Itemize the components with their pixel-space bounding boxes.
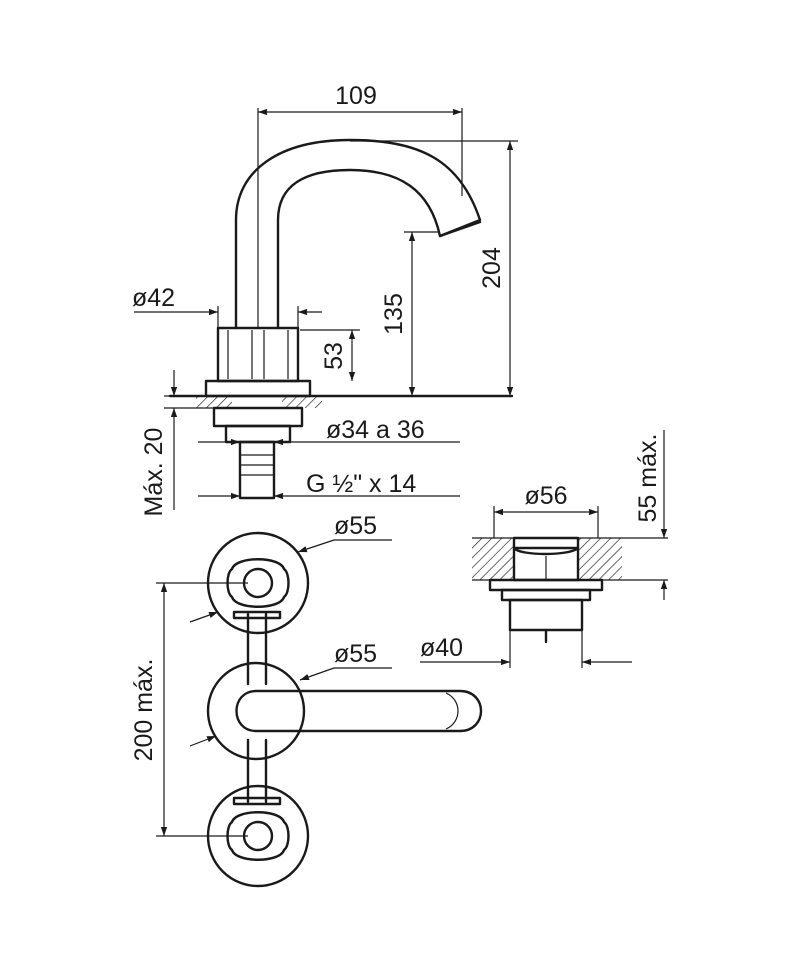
label-max-spacing: 200 máx. — [130, 659, 158, 762]
lock-nut — [212, 406, 304, 428]
label-drain-bottom-diameter: ø40 — [420, 634, 463, 662]
drain-counter-left — [472, 538, 514, 580]
drain-nut — [500, 588, 592, 602]
dim-spout-reach: 109 — [257, 82, 463, 328]
countertop-left — [196, 396, 232, 408]
dim-drain-bottom-diameter: ø40 — [420, 630, 632, 668]
dim-handle-top-diameter: ø55 — [189, 512, 392, 623]
bottom-handle-knob — [226, 811, 290, 861]
dim-max-thickness: Máx. 20 — [140, 370, 214, 516]
countertop-right — [282, 396, 322, 408]
drain-flange — [488, 578, 604, 592]
spout-lever — [235, 689, 483, 733]
top-handle-center — [242, 567, 274, 599]
bottom-handle-center — [242, 820, 274, 852]
label-thread: G ½" x 14 — [306, 470, 416, 498]
spout-tip — [438, 220, 482, 238]
label-spout-height: 135 — [380, 293, 408, 335]
dim-mount-hole: ø34 a 36 — [198, 416, 460, 446]
threaded-shank — [238, 440, 276, 500]
shank-collar — [224, 424, 292, 444]
dim-drain-max-height: 55 máx. — [634, 430, 668, 600]
label-mount-hole: ø34 a 36 — [326, 416, 425, 444]
dim-max-spacing: 200 máx. — [130, 582, 248, 837]
drain-pipe — [508, 598, 584, 632]
dim-body-height: 53 — [300, 329, 360, 381]
faucet-side-view — [168, 138, 514, 500]
label-drain-max-height: 55 máx. — [634, 434, 662, 523]
dim-spout-height: 135 — [380, 231, 440, 396]
label-body-height: 53 — [320, 342, 348, 370]
drain-counter-right — [578, 538, 622, 580]
drain-assembly — [472, 536, 668, 644]
dim-drain-diameter: ø56 — [493, 482, 599, 538]
dim-total-height: 204 — [350, 140, 518, 396]
label-center-diameter: ø55 — [334, 640, 377, 668]
label-body-diameter: ø42 — [132, 284, 175, 312]
label-handle-top-diameter: ø55 — [334, 512, 377, 540]
drain-cap — [512, 536, 580, 556]
dim-body-diameter: ø42 — [132, 284, 322, 328]
spout-outer — [234, 138, 482, 330]
dim-center-diameter: ø55 — [189, 640, 392, 747]
label-spout-reach: 109 — [335, 82, 377, 110]
label-drain-diameter: ø56 — [524, 482, 567, 510]
label-total-height: 204 — [478, 247, 506, 289]
dim-thread: G ½" x 14 — [198, 470, 460, 500]
label-max-thickness: Máx. 20 — [140, 428, 168, 517]
faucet-body — [216, 326, 300, 383]
center-spout-base — [206, 661, 306, 761]
base-flange — [204, 379, 312, 398]
top-handle-knob — [226, 558, 290, 608]
faucet-top-view — [206, 531, 483, 888]
